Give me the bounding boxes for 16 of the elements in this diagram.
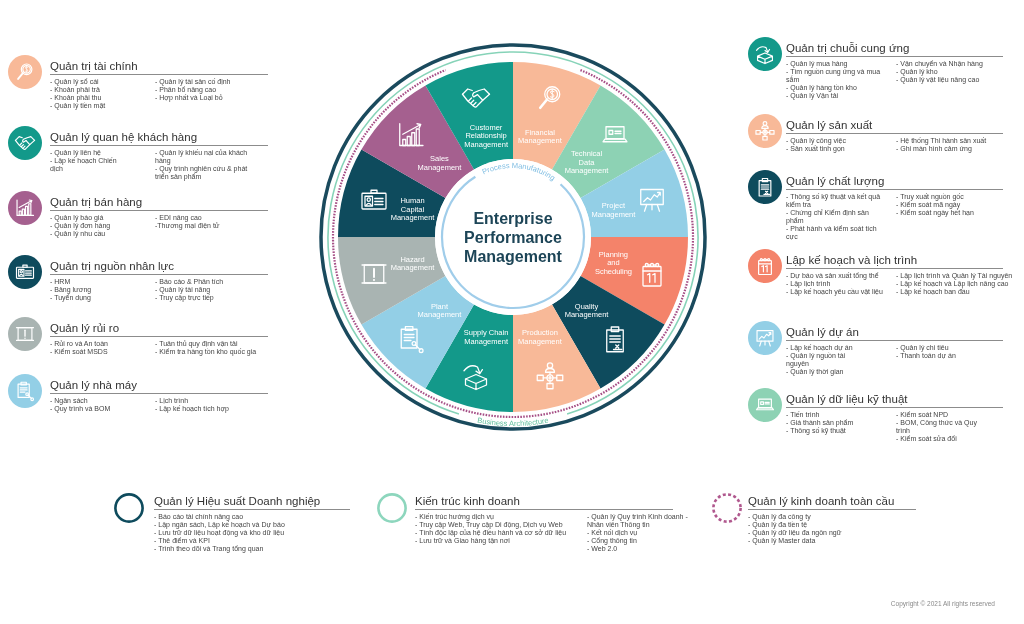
section-heading: Lập kế hoạch và lịch trình bbox=[786, 254, 1003, 269]
section-heading: Quản lý quan hệ khách hàng bbox=[50, 131, 268, 146]
section-heading: Quản lý dự án bbox=[786, 326, 1003, 341]
section-heading: Quản lý chất lượng bbox=[786, 175, 1003, 190]
section-heading: Quản lý sản xuất bbox=[786, 119, 1003, 134]
section-heading: Quản lý Hiệu suất Doanh nghiệp bbox=[154, 495, 350, 510]
section-heading: Quản trị bán hàng bbox=[50, 196, 268, 211]
section-heading: Quản trị nguồn nhân lực bbox=[50, 260, 268, 275]
section-heading: Quản lý rủi ro bbox=[50, 322, 268, 337]
section-heading: Kiến trúc kinh doanh bbox=[415, 495, 673, 510]
section-heading: Quản lý dữ liệu kỹ thuật bbox=[786, 393, 1003, 408]
center-title: Enterprise Performance Management bbox=[463, 208, 563, 266]
section-heading: Quản trị chuỗi cung ứng bbox=[786, 42, 1003, 57]
section-heading: Quản lý kinh doanh toàn cầu bbox=[748, 495, 916, 510]
section-heading: Quản lý nhà máy bbox=[50, 379, 268, 394]
section-heading: Quản trị tài chính bbox=[50, 60, 268, 75]
